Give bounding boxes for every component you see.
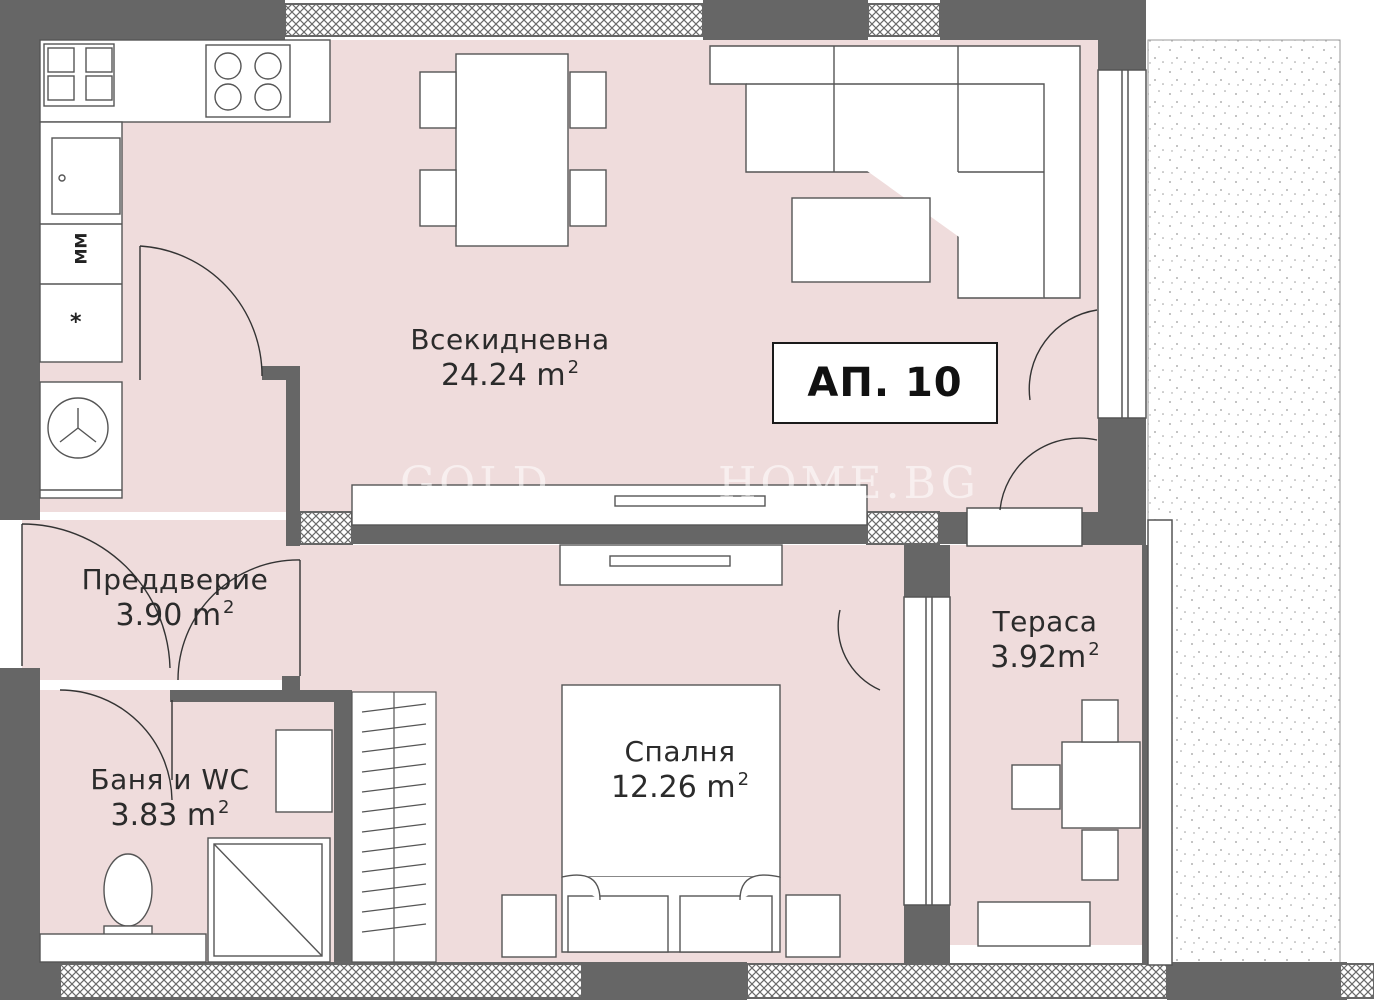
bath-sink (275, 729, 333, 813)
hall-floor (22, 520, 302, 680)
tv-units (351, 484, 868, 586)
room-name: Тераса (992, 605, 1098, 638)
toilet (103, 853, 153, 927)
windows (903, 69, 1173, 966)
apartment-number-badge: АП. 10 (772, 342, 998, 424)
room-name: Баня и WC (90, 763, 250, 796)
microwave-label: MM (71, 232, 91, 265)
doors (21, 245, 1098, 801)
bathroom-fixtures (39, 729, 333, 963)
balcony-outer (1148, 40, 1340, 970)
terrace-furniture (977, 699, 1141, 947)
fridge-label: * (70, 310, 82, 335)
room-name: Всекидневна (410, 323, 610, 356)
sofa (709, 45, 1081, 299)
bedroom-wardrobe (351, 691, 437, 963)
dining-set (419, 53, 607, 247)
bed (501, 684, 841, 958)
room-name: Спалня (624, 735, 736, 768)
coffee-table (791, 197, 931, 283)
room-name: Преддверие (81, 563, 269, 596)
kitchen-counters (39, 39, 331, 499)
